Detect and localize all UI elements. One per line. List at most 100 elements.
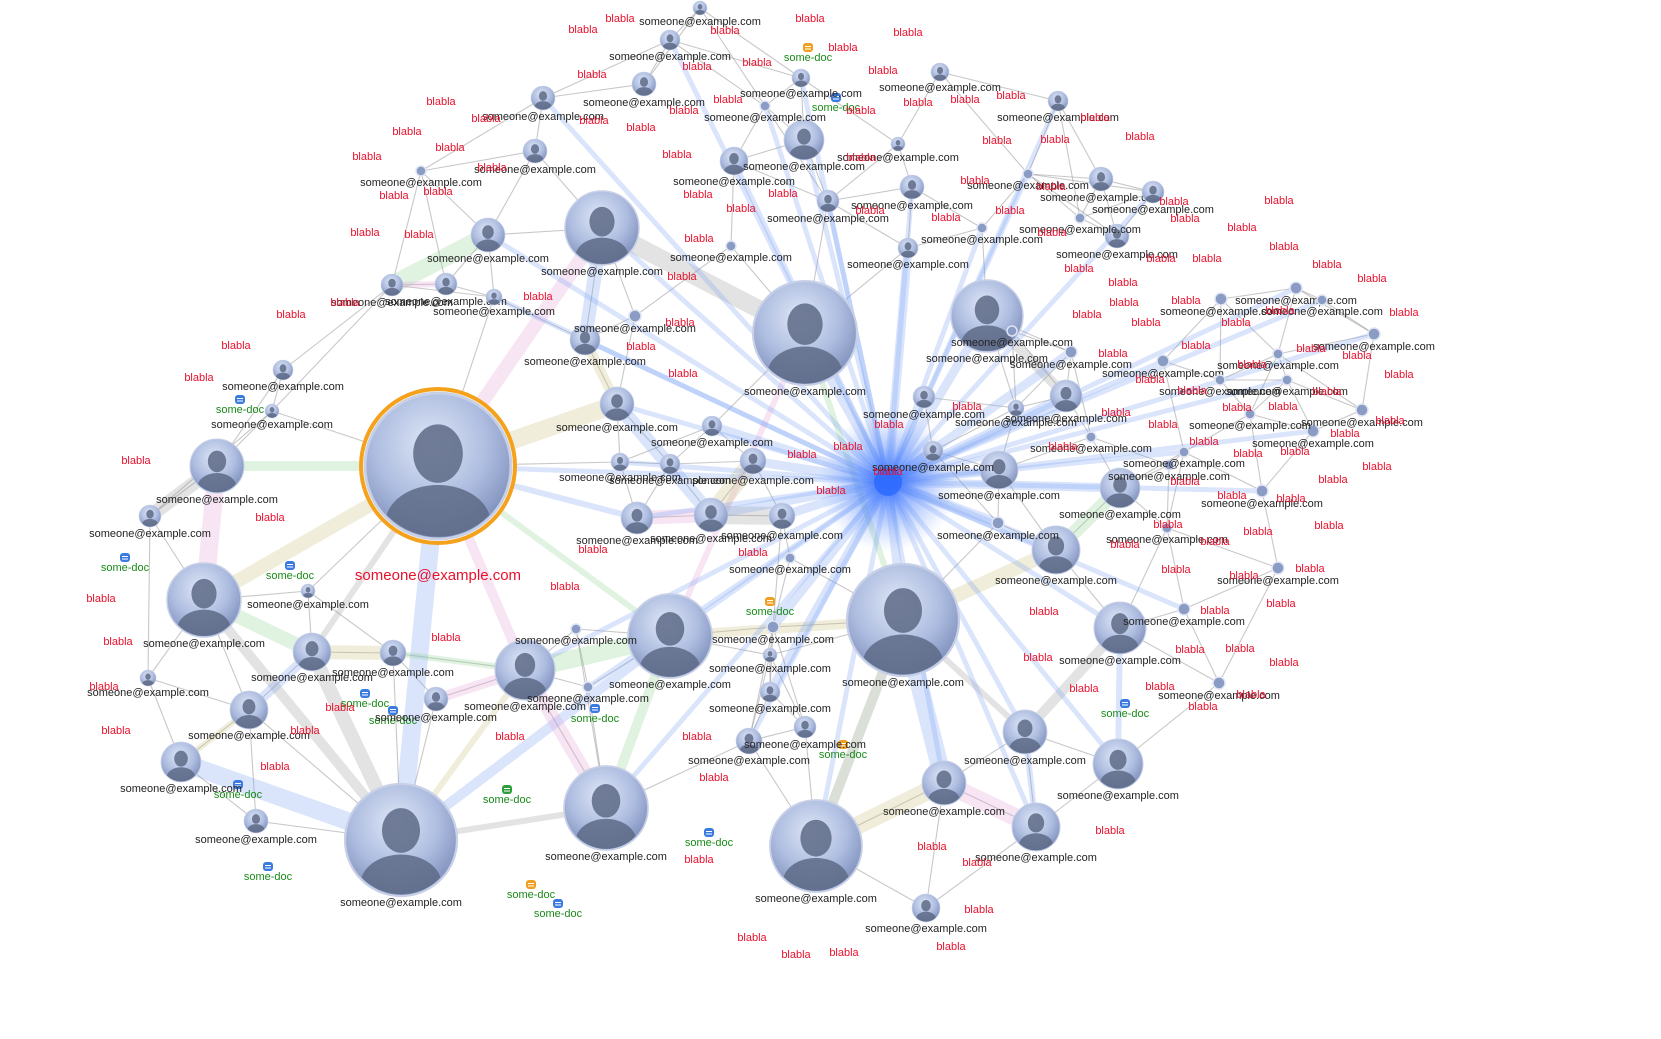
topic-label[interactable]: blabla bbox=[184, 372, 214, 384]
topic-label[interactable]: blabla bbox=[1177, 385, 1207, 397]
topic-label[interactable]: blabla bbox=[435, 142, 465, 154]
topic-label[interactable]: blabla bbox=[1276, 493, 1306, 505]
topic-label[interactable]: blabla bbox=[86, 593, 116, 605]
person-node[interactable]: someone@example.com bbox=[556, 386, 678, 434]
topic-label[interactable]: blabla bbox=[1314, 520, 1344, 532]
person-node[interactable]: someone@example.com bbox=[851, 174, 973, 212]
person-node[interactable]: someone@example.com bbox=[755, 799, 877, 906]
person-node[interactable]: someone@example.com bbox=[188, 690, 310, 742]
person-node[interactable]: someone@example.com bbox=[222, 359, 344, 393]
person-node[interactable]: someone@example.com bbox=[1059, 467, 1181, 521]
person-node[interactable]: someone@example.com bbox=[120, 741, 242, 795]
topic-label[interactable]: blabla bbox=[1175, 644, 1205, 656]
topic-label[interactable]: blabla bbox=[103, 636, 133, 648]
topic-label[interactable]: blabla bbox=[1036, 181, 1066, 193]
person-node[interactable]: someone@example.com bbox=[1160, 292, 1282, 318]
topic-label[interactable]: blabla bbox=[495, 731, 525, 743]
topic-label[interactable]: blabla bbox=[550, 581, 580, 593]
document-node[interactable]: some-doc bbox=[571, 704, 620, 725]
person-node[interactable]: someone@example.com bbox=[1189, 408, 1311, 432]
topic-label[interactable]: blabla bbox=[868, 65, 898, 77]
topic-label[interactable]: blabla bbox=[1171, 295, 1201, 307]
topic-label[interactable]: blabla bbox=[1101, 407, 1131, 419]
person-node[interactable]: someone@example.com bbox=[1261, 294, 1383, 318]
topic-label[interactable]: blabla bbox=[523, 291, 553, 303]
topic-label[interactable]: blabla bbox=[962, 857, 992, 869]
person-node[interactable]: someone@example.com bbox=[704, 100, 826, 124]
topic-label[interactable]: blabla bbox=[577, 69, 607, 81]
topic-label[interactable]: blabla bbox=[665, 317, 695, 329]
topic-label[interactable]: blabla bbox=[816, 485, 846, 497]
person-node[interactable]: someone@example.com bbox=[964, 709, 1086, 767]
person-node[interactable]: someone@example.com bbox=[559, 452, 681, 484]
person-node[interactable]: someone@example.com bbox=[247, 583, 369, 611]
person-node[interactable]: someone@example.com bbox=[1123, 446, 1245, 470]
person-node[interactable]: someone@example.com bbox=[709, 647, 831, 675]
topic-label[interactable]: blabla bbox=[873, 466, 903, 478]
topic-label[interactable]: blabla bbox=[1110, 539, 1140, 551]
topic-label[interactable]: blabla bbox=[426, 96, 456, 108]
person-node[interactable]: someone@example.com bbox=[639, 0, 761, 28]
topic-label[interactable]: blabla bbox=[936, 941, 966, 953]
person-node[interactable]: someone@example.com bbox=[712, 620, 834, 646]
person-node[interactable]: someone@example.com bbox=[1252, 424, 1374, 450]
topic-label[interactable]: blabla bbox=[379, 190, 409, 202]
topic-label[interactable]: blabla bbox=[1048, 441, 1078, 453]
person-node[interactable]: someone@example.com bbox=[545, 765, 667, 863]
topic-label[interactable]: blabla bbox=[667, 271, 697, 283]
topic-label[interactable]: blabla bbox=[828, 42, 858, 54]
person-node[interactable]: someone@example.com bbox=[937, 516, 1059, 542]
person-node[interactable]: someone@example.com bbox=[340, 782, 462, 913]
topic-label[interactable]: blabla bbox=[931, 212, 961, 224]
person-node[interactable]: someone@example.com bbox=[195, 808, 317, 846]
topic-label[interactable]: blabla bbox=[982, 135, 1012, 147]
person-node[interactable]: someone@example.com bbox=[143, 562, 265, 650]
person-node[interactable]: someone@example.com bbox=[156, 438, 278, 506]
person-node[interactable]: someone@example.com bbox=[842, 562, 964, 693]
selected-person-node[interactable]: someone@example.com bbox=[355, 387, 521, 584]
topic-label[interactable]: blabla bbox=[1131, 317, 1161, 329]
topic-label[interactable]: blabla bbox=[964, 904, 994, 916]
topic-label[interactable]: blabla bbox=[276, 309, 306, 321]
document-node[interactable]: some-doc bbox=[685, 828, 734, 849]
topic-label[interactable]: blabla bbox=[1098, 348, 1128, 360]
topic-label[interactable]: blabla bbox=[605, 13, 635, 25]
person-node[interactable]: someone@example.com bbox=[524, 324, 646, 368]
topic-label[interactable]: blabla bbox=[1357, 273, 1387, 285]
person-node[interactable]: someone@example.com bbox=[464, 639, 586, 713]
person-node[interactable]: someone@example.com bbox=[1005, 379, 1127, 425]
topic-label[interactable]: blabla bbox=[1181, 340, 1211, 352]
topic-label[interactable]: blabla bbox=[1227, 222, 1257, 234]
person-node[interactable]: someone@example.com bbox=[527, 681, 649, 705]
topic-label[interactable]: blabla bbox=[1072, 309, 1102, 321]
topic-label[interactable]: blabla bbox=[1389, 307, 1419, 319]
topic-label[interactable]: blabla bbox=[950, 94, 980, 106]
person-node[interactable]: someone@example.com bbox=[1301, 403, 1423, 429]
topic-label[interactable]: blabla bbox=[846, 152, 876, 164]
document-node[interactable]: some-doc bbox=[534, 899, 583, 920]
topic-label[interactable]: blabla bbox=[903, 97, 933, 109]
topic-label[interactable]: blabla bbox=[737, 932, 767, 944]
topic-label[interactable]: blabla bbox=[768, 188, 798, 200]
person-node[interactable]: someone@example.com bbox=[87, 669, 209, 699]
topic-label[interactable]: blabla bbox=[1269, 657, 1299, 669]
person-node[interactable]: someone@example.com bbox=[1217, 561, 1339, 587]
topic-label[interactable]: blabla bbox=[1312, 259, 1342, 271]
topic-label[interactable]: blabla bbox=[471, 113, 501, 125]
topic-label[interactable]: blabla bbox=[1064, 263, 1094, 275]
person-node[interactable]: someone@example.com bbox=[251, 632, 373, 684]
topic-label[interactable]: blabla bbox=[626, 341, 656, 353]
person-node[interactable]: someone@example.com bbox=[1235, 281, 1357, 307]
person-node[interactable]: someone@example.com bbox=[1092, 180, 1214, 216]
topic-label[interactable]: blabla bbox=[1217, 490, 1247, 502]
topic-label[interactable]: blabla bbox=[1265, 305, 1295, 317]
topic-label[interactable]: blabla bbox=[960, 175, 990, 187]
topic-label[interactable]: blabla bbox=[1170, 213, 1200, 225]
topic-label[interactable]: blabla bbox=[662, 149, 692, 161]
person-node[interactable]: someone@example.com bbox=[332, 639, 454, 679]
topic-label[interactable]: blabla bbox=[742, 57, 772, 69]
person-node[interactable]: someone@example.com bbox=[673, 146, 795, 188]
person-node[interactable]: someone@example.com bbox=[1102, 354, 1224, 380]
topic-label[interactable]: blabla bbox=[352, 151, 382, 163]
topic-label[interactable]: blabla bbox=[1269, 241, 1299, 253]
